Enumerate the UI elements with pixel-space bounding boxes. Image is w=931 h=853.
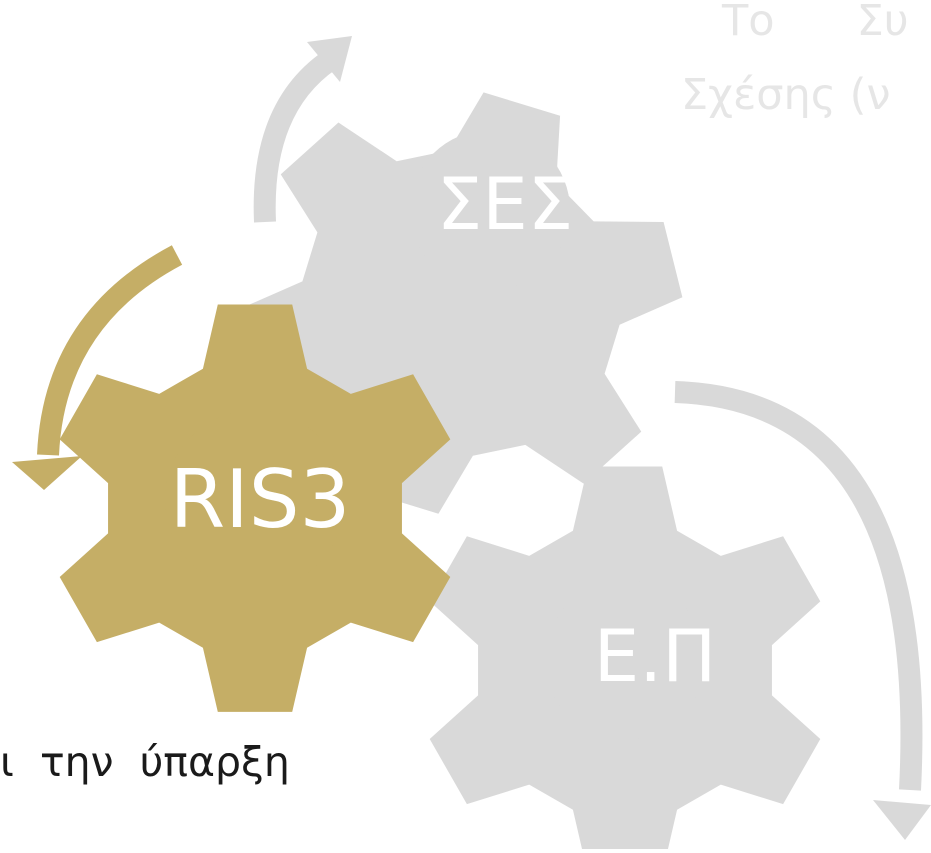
bottom-text-line-2 [0, 808, 130, 849]
top-text-line-1: Το Συ [722, 0, 909, 46]
gear-ses-label: ΣΕΣ [436, 162, 574, 246]
cycle-arrow-up [253, 36, 352, 223]
cycle-arrow-right [674, 381, 931, 840]
gear-ep-hub [545, 580, 705, 740]
bottom-text-line-1: ι την ύπαρξη [0, 738, 290, 786]
top-text-line-2: Σχέσης (ν [681, 70, 891, 120]
cycle-arrow-down [12, 245, 183, 490]
gear-ses-hub [410, 130, 570, 290]
gear-ris3-hub [165, 410, 345, 590]
gear-ep-label: Ε.Π [593, 614, 717, 698]
gear-ris3-label: RIS3 [169, 453, 351, 546]
